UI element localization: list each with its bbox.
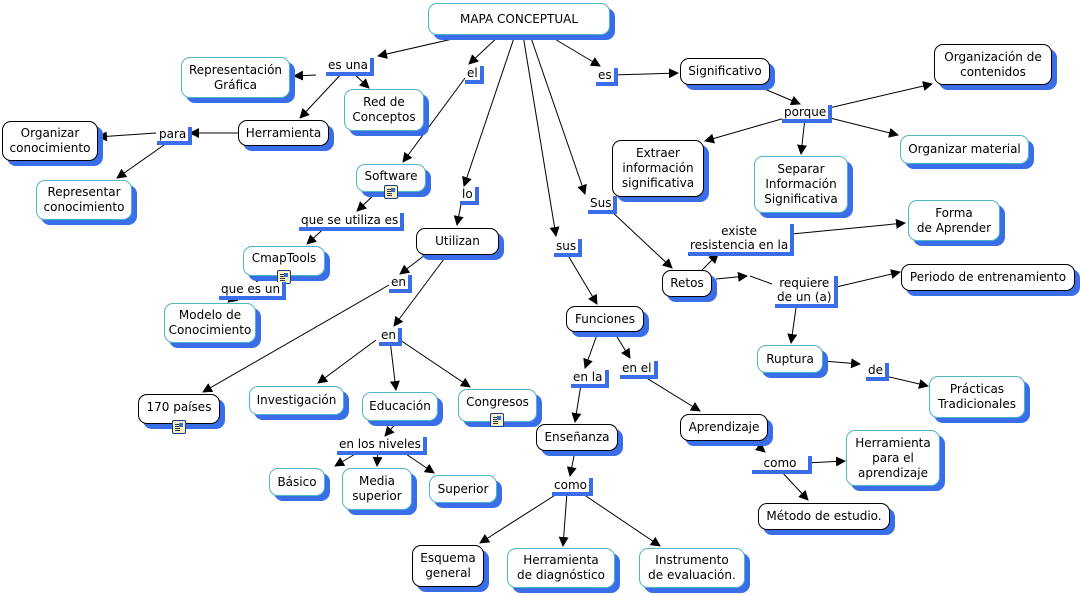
edge-46 [701, 253, 719, 271]
concept-red-conceptos[interactable]: Red de Conceptos [344, 89, 424, 131]
edge-49 [749, 275, 773, 285]
link-es[interactable]: es [596, 68, 618, 86]
concept-extraer-informacion[interactable]: Extraer información significativa [612, 140, 704, 197]
link-porque[interactable]: porque [782, 105, 833, 123]
edge-9 [356, 191, 378, 212]
link-en-el[interactable]: en el [620, 361, 658, 379]
concept-significativo[interactable]: Significativo [680, 58, 770, 85]
concept-retos[interactable]: Retos [662, 270, 712, 297]
edge-48 [715, 271, 748, 282]
link-lo[interactable]: lo [460, 187, 479, 205]
concept-herramienta-aprendizaje[interactable]: Herramienta para el aprendizaje [846, 430, 940, 486]
edge-17 [317, 339, 377, 384]
edge-26 [583, 331, 599, 369]
edge-8 [402, 77, 466, 163]
concept-ruptura[interactable]: Ruptura [757, 345, 823, 373]
link-en-2[interactable]: en [379, 328, 402, 346]
link-sus[interactable]: sus [554, 239, 583, 257]
edge-34 [751, 440, 766, 453]
link-en-la[interactable]: en la [571, 370, 609, 388]
concept-metodo-estudio[interactable]: Método de estudio. [758, 503, 890, 530]
concept-mapa-conceptual[interactable]: MAPA CONCEPTUAL [428, 3, 610, 35]
link-que-es-un[interactable]: que es un [219, 282, 287, 300]
resource-icon-paises[interactable] [172, 420, 186, 434]
edge-39 [547, 34, 601, 67]
edge-3 [299, 69, 346, 119]
edge-38 [609, 209, 673, 269]
edge-35 [805, 456, 846, 467]
concept-esquema-general[interactable]: Esquema general [412, 545, 484, 587]
link-en-los-niveles[interactable]: en los niveles [337, 437, 427, 455]
edge-50 [831, 269, 901, 289]
concept-practicas-tradicionales[interactable]: Prácticas Tradicionales [929, 376, 1025, 418]
link-que-se-utiliza-es[interactable]: que se utiliza es [299, 213, 405, 231]
concept-educacion[interactable]: Educación [362, 392, 438, 421]
edge-1 [293, 70, 317, 81]
edge-36 [779, 469, 809, 501]
edge-43 [704, 117, 786, 144]
link-Sus[interactable]: Sus [588, 196, 618, 214]
edge-18 [389, 339, 400, 391]
link-requiere[interactable]: requiere de un (a) [775, 276, 838, 308]
edge-31 [479, 491, 561, 544]
concept-instrumento-evaluacion[interactable]: Instrumento de evaluación. [639, 548, 745, 588]
edge-51 [787, 307, 798, 344]
edge-45 [829, 117, 899, 138]
concept-investigacion[interactable]: Investigación [249, 386, 344, 415]
edge-30 [566, 450, 577, 477]
edge-28 [613, 331, 631, 359]
edge-19 [399, 339, 471, 388]
edge-40 [612, 68, 679, 79]
concept-representacion-grafica[interactable]: Representación Gráfica [181, 57, 290, 98]
edge-41 [754, 84, 801, 106]
edge-52 [822, 358, 861, 369]
concept-herramienta-diagnostico[interactable]: Herramienta de diagnóstico [507, 548, 615, 588]
link-existe-resistencia[interactable]: existe resistencia en la [688, 224, 795, 256]
concept-170-paises[interactable]: 170 países [138, 394, 220, 424]
concept-modelo-conocimiento[interactable]: Modelo de Conocimiento [164, 303, 256, 343]
edge-0 [377, 34, 471, 59]
link-para[interactable]: para [157, 127, 193, 145]
link-el[interactable]: el [465, 66, 484, 84]
edge-32 [558, 491, 569, 547]
concept-separar-informacion[interactable]: Separar Información Significativa [754, 156, 848, 213]
edge-27 [571, 383, 582, 423]
edge-14 [399, 254, 426, 275]
resource-icon-software[interactable] [384, 185, 398, 199]
edge-24 [522, 34, 560, 237]
concept-media-superior[interactable]: Media superior [342, 468, 412, 510]
link-es-una[interactable]: es una [326, 58, 375, 76]
edge-7 [468, 34, 501, 65]
edge-16 [393, 254, 448, 327]
link-de[interactable]: de [866, 363, 889, 381]
concept-funciones[interactable]: Funciones [566, 306, 644, 332]
concept-forma-aprender[interactable]: Forma de Aprender [908, 200, 1000, 241]
edge-5 [97, 131, 157, 142]
edge-6 [116, 144, 165, 179]
link-en-1[interactable]: en [389, 275, 412, 293]
resource-icon-congresos[interactable] [490, 413, 504, 427]
edge-44 [797, 117, 807, 155]
link-como-1[interactable]: como [552, 478, 593, 496]
concept-organizar-conocimiento[interactable]: Organizar conocimiento [2, 121, 98, 161]
edge-37 [529, 34, 587, 195]
edge-15 [202, 284, 390, 393]
concept-aprendizaje[interactable]: Aprendizaje [680, 414, 768, 441]
concept-superior[interactable]: Superior [429, 475, 497, 503]
edge-25 [565, 251, 598, 305]
concept-representar-conocimiento[interactable]: Representar conocimiento [36, 180, 132, 220]
edge-29 [639, 373, 701, 412]
concept-organizacion-contenidos[interactable]: Organización de contenidos [934, 44, 1052, 85]
concept-ensenanza[interactable]: Enseñanza [536, 424, 618, 451]
edge-20 [384, 420, 399, 437]
concept-basico[interactable]: Básico [269, 468, 325, 496]
concept-utilizan[interactable]: Utilizan [416, 228, 499, 255]
link-como-2[interactable]: como [752, 456, 812, 474]
concept-organizar-material[interactable]: Organizar material [900, 135, 1029, 164]
concept-periodo-entrenamiento[interactable]: Periodo de entrenamiento [901, 264, 1075, 291]
concept-herramienta[interactable]: Herramienta [238, 120, 329, 146]
edge-12 [462, 34, 516, 187]
edge-33 [579, 491, 661, 547]
edge-42 [828, 81, 933, 109]
